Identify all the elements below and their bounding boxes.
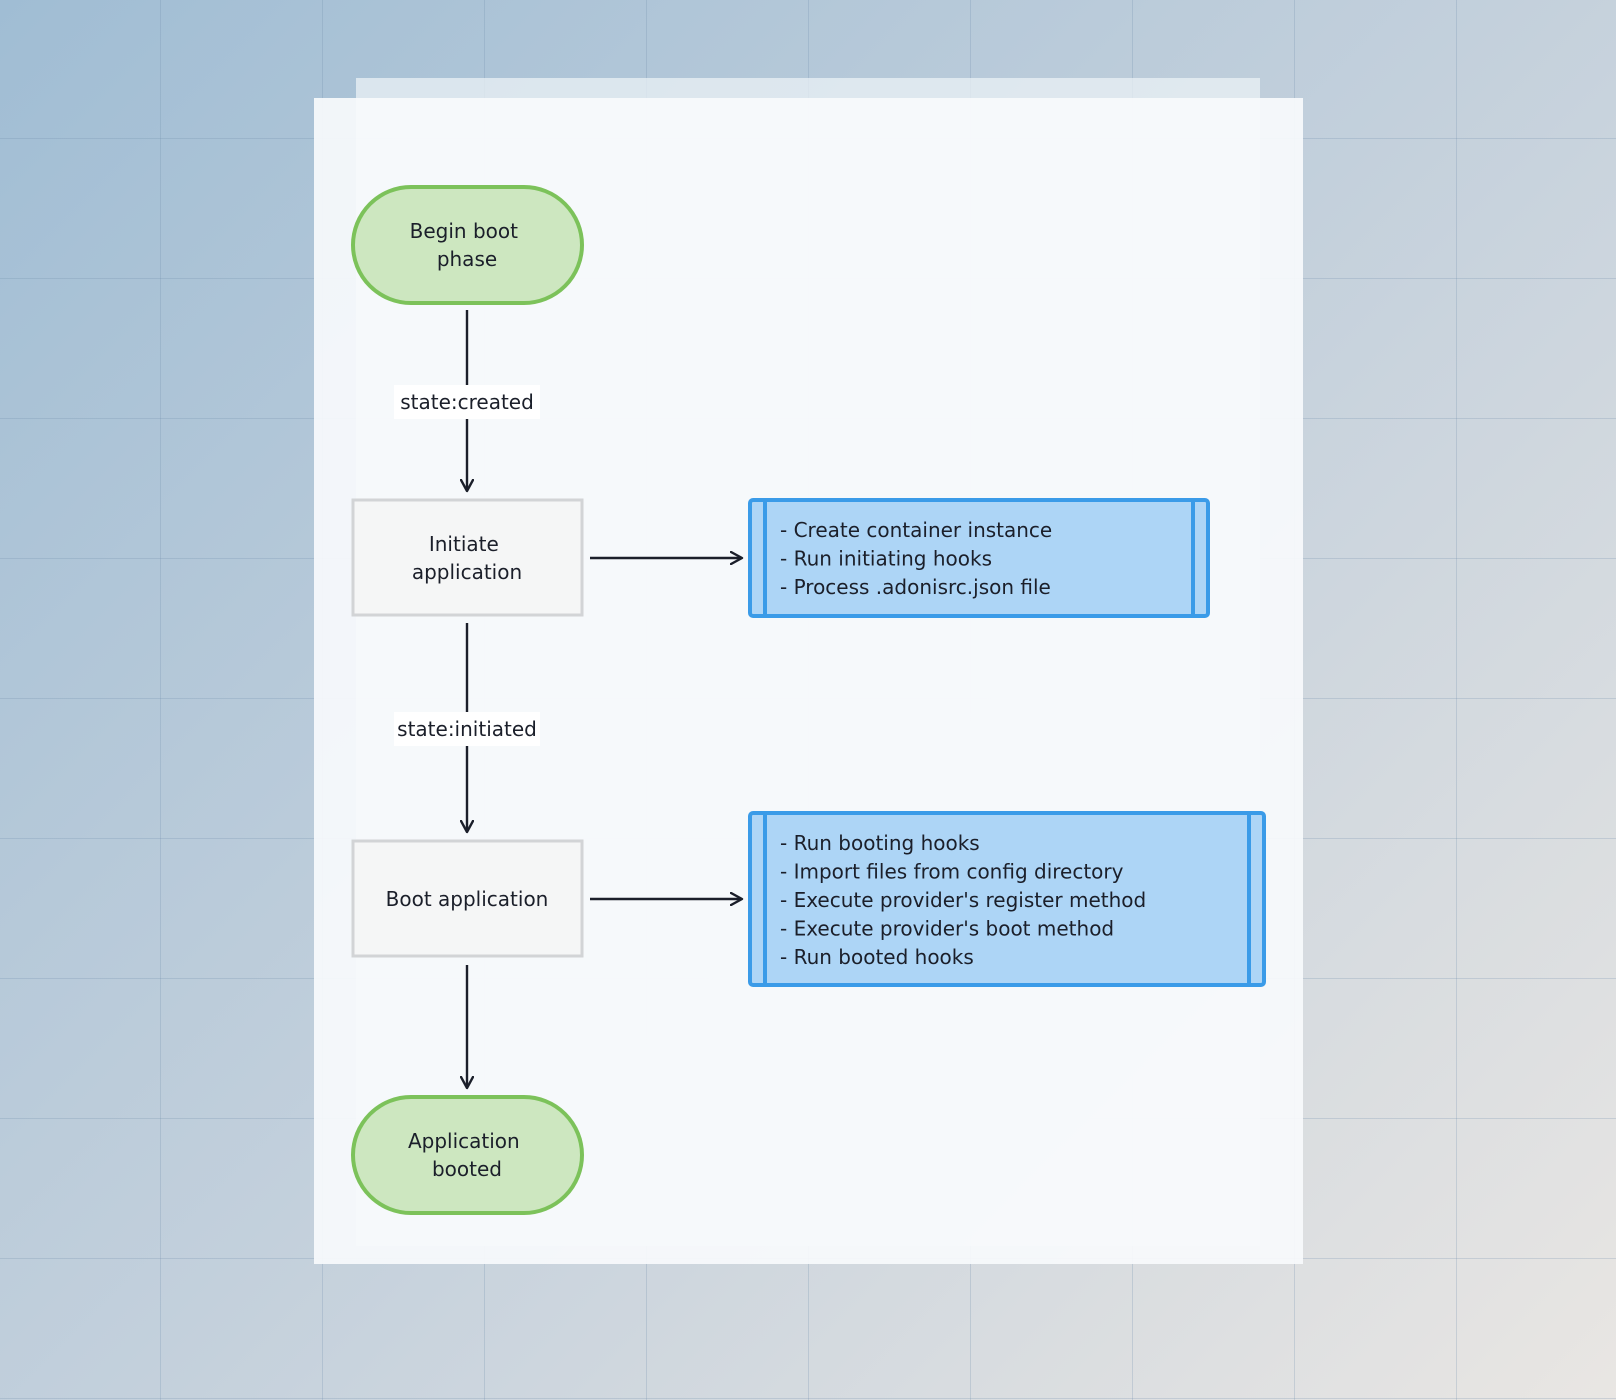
- edge-begin-to-initiate: state:created: [394, 310, 540, 491]
- node-label: Boot application: [386, 887, 549, 911]
- note-boot-steps[interactable]: - Run booting hooks - Import files from …: [748, 811, 1266, 987]
- terminal-shape: [351, 185, 584, 305]
- note-text: - Create container instance - Run initia…: [780, 518, 1059, 599]
- note-text: - Run booting hooks - Import files from …: [780, 831, 1153, 969]
- node-label: Begin boot phase: [410, 219, 525, 271]
- node-boot-application[interactable]: Boot application: [351, 839, 584, 958]
- subroutine-shape: [748, 498, 1210, 618]
- process-shape: [351, 839, 584, 958]
- terminal-shape: [351, 1095, 584, 1215]
- process-shape: [351, 498, 584, 617]
- node-label: Application booted: [408, 1129, 526, 1181]
- node-application-booted[interactable]: Application booted: [351, 1095, 584, 1215]
- node-initiate-application[interactable]: Initiate application: [351, 498, 584, 617]
- edge-label-state-initiated: state:initiated: [397, 717, 537, 741]
- node-begin-boot-phase[interactable]: Begin boot phase: [351, 185, 584, 305]
- node-label: Initiate application: [412, 532, 522, 584]
- edge-label-bg: [394, 712, 540, 746]
- edge-initiate-to-boot: state:initiated: [394, 623, 540, 832]
- edge-label-bg: [394, 385, 540, 419]
- edge-label-state-created: state:created: [400, 390, 534, 414]
- note-initiate-steps[interactable]: - Create container instance - Run initia…: [748, 498, 1210, 618]
- subroutine-shape: [748, 811, 1266, 987]
